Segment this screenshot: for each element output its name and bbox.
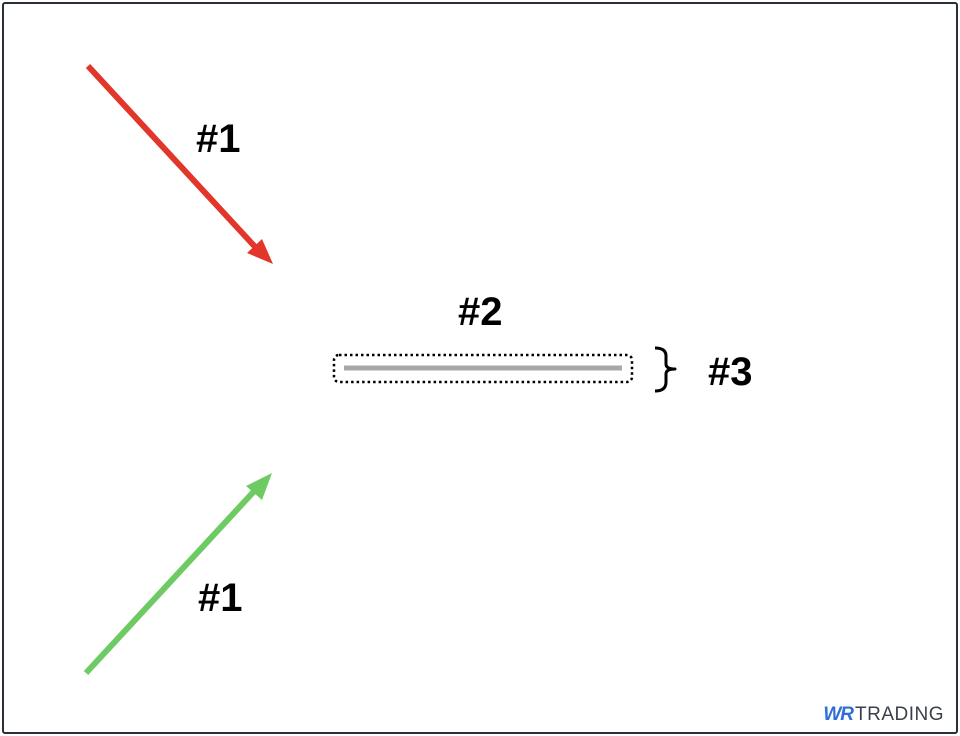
up-arrow <box>83 473 272 676</box>
label-range-line: #2 <box>458 290 503 334</box>
curly-brace <box>654 346 677 393</box>
up-arrow-shaft <box>83 484 261 676</box>
up-arrow-head <box>246 473 272 500</box>
label-range-height: #3 <box>708 350 753 394</box>
down-arrow-shaft <box>85 63 261 253</box>
range-box <box>332 353 634 384</box>
label-bottom-arrow: #1 <box>198 576 243 620</box>
logo-wordmark: TRADING <box>855 704 944 725</box>
logo-mark: WR <box>823 704 854 725</box>
label-top-arrow: #1 <box>196 117 241 161</box>
brand-logo: WR TRADING <box>823 705 944 724</box>
down-arrow <box>85 63 273 264</box>
down-arrow-head <box>247 239 273 264</box>
